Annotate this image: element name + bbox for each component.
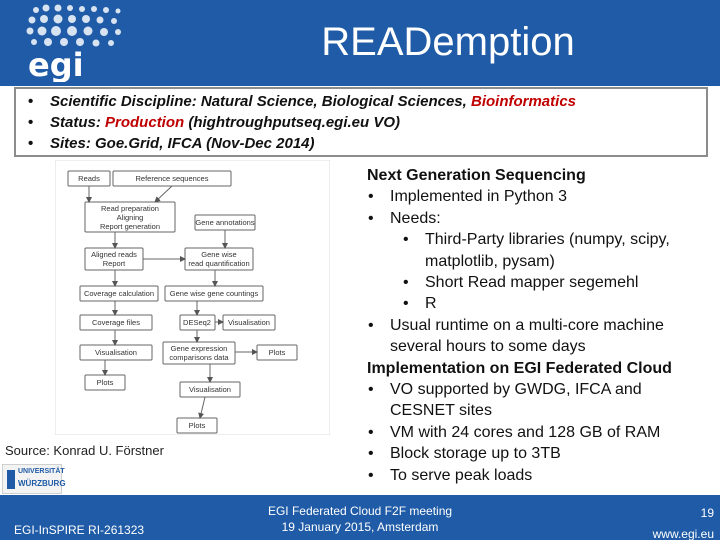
node-gene-annotations: Gene annotations xyxy=(195,218,254,227)
egi-logo-text: egi xyxy=(28,46,84,82)
node-coverage-calc: Coverage calculation xyxy=(84,289,154,298)
workflow-diagram: Reads Reference sequences Read preparati… xyxy=(55,160,330,435)
node-deseq2: DESeq2 xyxy=(183,318,211,327)
node-reference: Reference sequences xyxy=(136,174,209,183)
heading-egi: Implementation on EGI Federated Cloud xyxy=(367,359,672,377)
bullet-block: Block storage up to 3TB xyxy=(367,443,717,465)
node-prep: Read preparation xyxy=(101,204,159,213)
node-read-quant: read quantification xyxy=(188,259,249,268)
bullet-vm: VM with 24 cores and 128 GB of RAM xyxy=(367,422,717,444)
node-genewise: Gene wise xyxy=(201,250,236,259)
summary-item-discipline: Scientific Discipline: Natural Science, … xyxy=(22,91,700,112)
node-reads: Reads xyxy=(78,174,100,183)
highlight-production: Production xyxy=(105,114,185,131)
node-report: Report generation xyxy=(100,222,160,231)
node-aligning: Aligning xyxy=(117,213,144,222)
details-text: Next Generation Sequencing Implemented i… xyxy=(367,165,717,487)
highlight-bioinformatics: Bioinformatics xyxy=(470,93,576,110)
bullet-needs: Needs: xyxy=(367,208,717,230)
bullet-runtime: Usual runtime on a multi-core machinesev… xyxy=(367,315,717,358)
footer-right: 19 www.egi.eu xyxy=(653,503,714,545)
node-visualisation-left: Visualisation xyxy=(95,348,137,357)
summary-item-sites: Sites: Goe.Grid, IFCA (Nov-Dec 2014) xyxy=(22,133,700,154)
node-plots-right: Plots xyxy=(269,348,286,357)
page-title: READemption xyxy=(321,20,575,64)
bullet-r: R xyxy=(367,293,717,315)
bullet-libs: Third-Party libraries (numpy, scipy,matp… xyxy=(367,229,717,272)
header-bar: egi READemption xyxy=(0,0,720,86)
node-plots-bottom: Plots xyxy=(189,421,206,430)
node-comparisons: comparisons data xyxy=(169,353,229,362)
footer-project: EGI-InSPIRE RI-261323 xyxy=(14,523,145,537)
node-plots-left: Plots xyxy=(97,378,114,387)
node-visualisation-bottom: Visualisation xyxy=(189,385,231,394)
node-aligned-reads: Aligned reads xyxy=(91,250,137,259)
footer-bar: EGI-InSPIRE RI-261323 EGI Federated Clou… xyxy=(0,495,720,541)
footer-meeting: EGI Federated Cloud F2F meeting 19 Janua… xyxy=(267,504,453,534)
bullet-mapper: Short Read mapper segemehl xyxy=(367,272,717,294)
node-coverage-files: Coverage files xyxy=(92,318,140,327)
source-caption: Source: Konrad U. Förstner xyxy=(5,443,164,458)
node-genewise-counts: Gene wise gene countings xyxy=(170,289,259,298)
bullet-impl: Implemented in Python 3 xyxy=(367,186,717,208)
node-visualisation-right: Visualisation xyxy=(228,318,270,327)
egi-logo: egi xyxy=(26,4,121,82)
summary-box: Scientific Discipline: Natural Science, … xyxy=(14,87,708,157)
page-number: 19 xyxy=(700,506,714,520)
heading-ngs: Next Generation Sequencing xyxy=(367,167,586,184)
node-gene-expression: Gene expression xyxy=(171,344,228,353)
bullet-peak: To serve peak loads xyxy=(367,465,717,487)
summary-item-status: Status: Production (hightroughputseq.egi… xyxy=(22,112,700,133)
node-aligned-report: Report xyxy=(103,259,126,268)
footer-url[interactable]: www.egi.eu xyxy=(652,527,714,541)
university-logo: UNIVERSITÄT WÜRZBURG xyxy=(2,464,66,494)
